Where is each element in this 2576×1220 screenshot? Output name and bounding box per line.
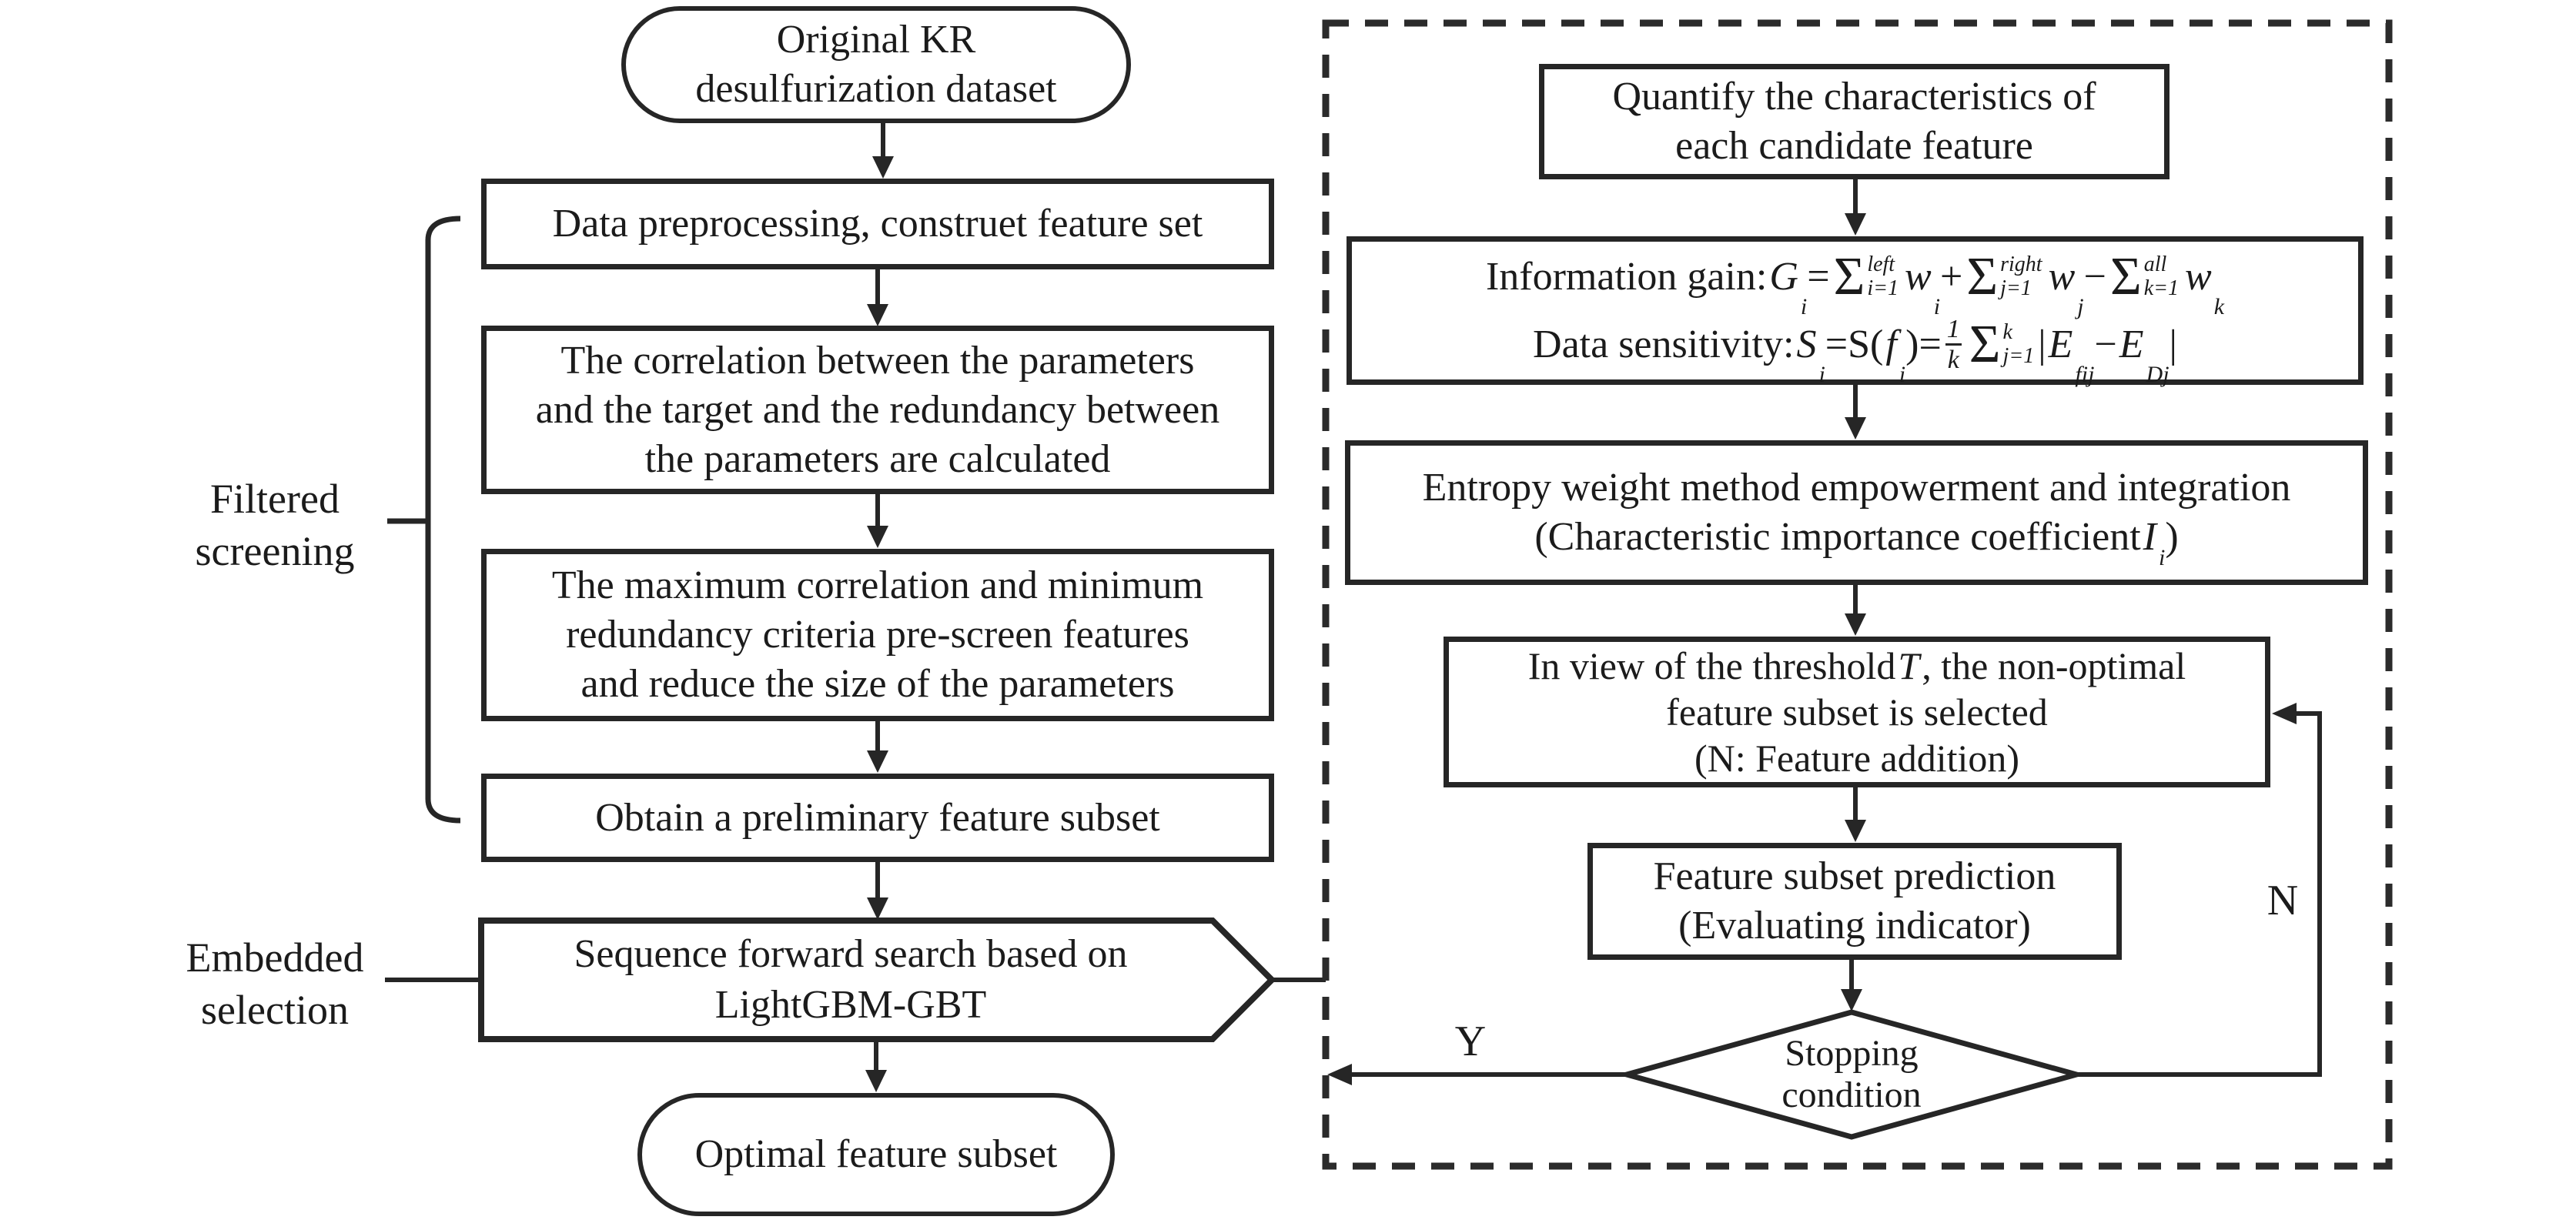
box-entropy-line: Entropy weight method empowerment and in…	[1422, 466, 2291, 510]
box-prediction-line: Feature subset prediction	[1653, 854, 2056, 898]
diamond-line: Stopping	[1785, 1033, 1919, 1074]
label-no: N	[2252, 874, 2313, 928]
arrowhead-down	[1845, 213, 1866, 236]
box-quantify-line: Quantify the characteristics of	[1612, 75, 2096, 119]
label-filtered-line: screening	[195, 528, 355, 574]
label-embedded-line: selection	[201, 987, 349, 1033]
box-mrmr-line: redundancy criteria pre-screen features	[566, 613, 1189, 657]
box-data-preprocessing-text: Data preprocessing, construet feature se…	[552, 202, 1203, 246]
arrowhead-down	[867, 526, 888, 548]
box-entropy-line: (Characteristic importance coefficient I…	[1534, 515, 2179, 570]
pentagon-shape	[478, 918, 1276, 1042]
arrowhead-left-yes	[1327, 1064, 1352, 1085]
box-correlation-line: the parameters are calculated	[644, 436, 1111, 481]
arrowhead-down	[1841, 989, 1862, 1011]
box-threshold-line: In view of the threshold T, the non-opti…	[1527, 644, 2186, 687]
arrowhead-down	[867, 897, 888, 920]
arrowhead-down	[1845, 820, 1866, 842]
arrowhead-down	[872, 156, 894, 179]
box-data-preprocessing: Data preprocessing, construet feature se…	[481, 179, 1274, 269]
oval-original-dataset-line: Original KR	[776, 18, 976, 62]
label-embedded-selection: Embedded selection	[121, 930, 429, 1038]
pentagon-line: Sequence forward search based on	[574, 932, 1128, 976]
box-entropy-weight: Entropy weight method empowerment and in…	[1345, 440, 2368, 585]
label-filtered-line: Filtered	[210, 476, 340, 522]
arrowhead-down	[867, 750, 888, 773]
box-mrmr-line: and reduce the size of the parameters	[580, 662, 1175, 706]
box-threshold-line: (N: Feature addition)	[1694, 737, 2020, 780]
box-mrmr-line: The maximum correlation and minimum	[551, 563, 1204, 607]
oval-optimal-text: Optimal feature subset	[694, 1132, 1058, 1176]
oval-original-dataset-line: desulfurization dataset	[695, 67, 1057, 111]
box-quantify-line: each candidate feature	[1675, 124, 2033, 168]
oval-optimal-feature-subset: Optimal feature subset	[637, 1093, 1115, 1216]
oval-original-dataset: Original KR desulfurization dataset	[621, 6, 1131, 123]
pentagon-sequence-forward-search: Sequence forward search based on LightGB…	[493, 924, 1209, 1036]
filtered-bracket	[425, 216, 461, 824]
pentagon-line: LightGBM-GBT	[714, 983, 987, 1027]
diamond-line: condition	[1781, 1075, 1922, 1115]
box-threshold-selection: In view of the threshold T, the non-opti…	[1444, 637, 2270, 787]
dashed-region	[1322, 19, 2393, 1170]
box-quantify-characteristics: Quantify the characteristics of each can…	[1539, 64, 2170, 179]
label-yes: Y	[1440, 1014, 1501, 1068]
box-correlation-line: The correlation between the parameters	[560, 338, 1195, 383]
box-feature-subset-prediction: Feature subset prediction (Evaluating in…	[1587, 843, 2122, 960]
box-preliminary-text: Obtain a preliminary feature subset	[595, 795, 1160, 840]
arrowhead-down	[865, 1070, 887, 1092]
label-embedded-line: Embedded	[186, 934, 364, 981]
box-correlation-line: and the target and the redundancy betwee…	[535, 387, 1220, 432]
arrowhead-left-no	[2272, 703, 2297, 724]
box-max-corr-min-redundancy: The maximum correlation and minimum redu…	[481, 549, 1274, 721]
box-correlation-redundancy: The correlation between the parameters a…	[481, 326, 1274, 494]
no-feedback-line	[2076, 711, 2322, 1077]
box-preliminary-feature-subset: Obtain a preliminary feature subset	[481, 774, 1274, 862]
diamond-stopping-condition: Stopping condition	[1698, 1031, 2006, 1118]
box-threshold-line: feature subset is selected	[1666, 690, 2048, 734]
arrowhead-down	[1845, 417, 1866, 440]
arrowhead-down	[867, 304, 888, 326]
diamond-shape	[1616, 1009, 2087, 1140]
label-yes-text: Y	[1454, 1018, 1487, 1065]
label-filtered-screening: Filtered screening	[121, 471, 429, 579]
label-no-text: N	[2267, 877, 2299, 924]
box-prediction-line: (Evaluating indicator)	[1678, 904, 2031, 948]
arrowhead-down	[1845, 613, 1866, 636]
